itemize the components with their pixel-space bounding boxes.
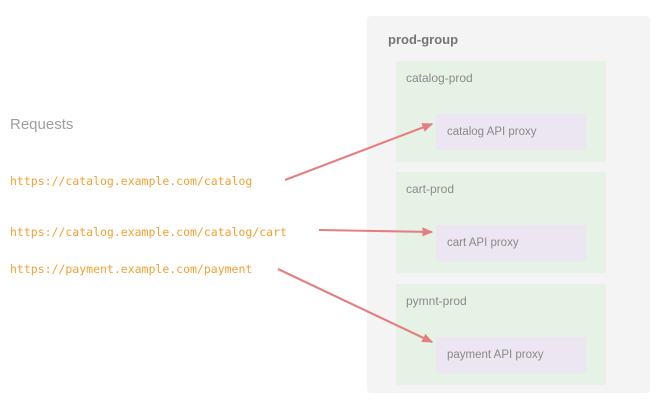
proxy-box-cart: cart API proxy bbox=[436, 225, 586, 261]
proxy-label-cart: cart API proxy bbox=[447, 237, 519, 249]
group-box-catalog-prod: catalog-prod catalog API proxy bbox=[396, 61, 606, 162]
group-title-catalog-prod: catalog-prod bbox=[406, 71, 473, 85]
proxy-box-payment: payment API proxy bbox=[436, 337, 586, 373]
request-url-payment: https://payment.example.com/payment bbox=[10, 262, 253, 276]
request-url-catalog: https://catalog.example.com/catalog bbox=[10, 174, 253, 188]
group-title-cart-prod: cart-prod bbox=[406, 182, 455, 196]
proxy-box-catalog: catalog API proxy bbox=[436, 114, 586, 150]
proxy-label-catalog: catalog API proxy bbox=[447, 126, 537, 138]
prod-group-panel: prod-group catalog-prod catalog API prox… bbox=[367, 16, 650, 393]
group-box-pymnt-prod: pymnt-prod payment API proxy bbox=[396, 284, 606, 385]
requests-heading: Requests bbox=[10, 116, 74, 133]
group-box-cart-prod: cart-prod cart API proxy bbox=[396, 172, 606, 273]
prod-group-title: prod-group bbox=[388, 32, 459, 47]
request-url-catalog-cart: https://catalog.example.com/catalog/cart bbox=[10, 225, 287, 239]
group-title-pymnt-prod: pymnt-prod bbox=[406, 294, 467, 308]
proxy-label-payment: payment API proxy bbox=[447, 349, 544, 361]
